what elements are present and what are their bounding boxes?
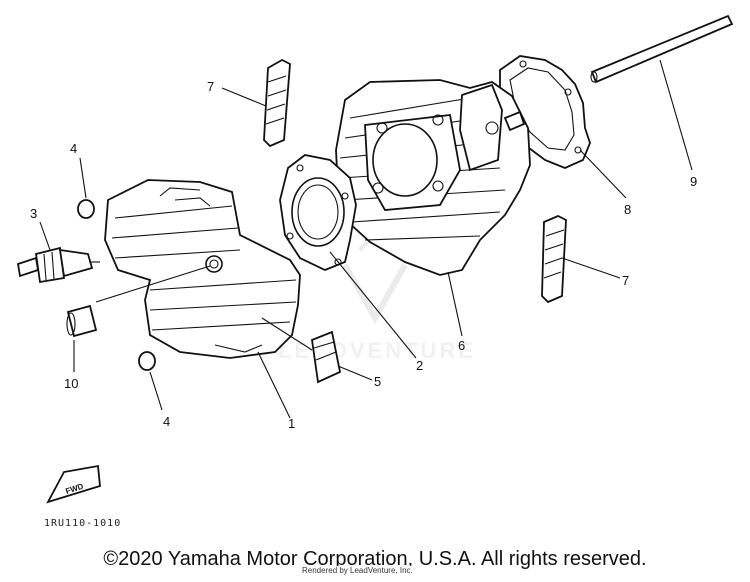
callout-6: 6: [458, 338, 465, 353]
part-3-spark-plug: [16, 246, 100, 284]
part-5-block: [311, 330, 342, 384]
part-4-cap-lower: [138, 351, 156, 371]
part-7-strip-lower: [541, 215, 567, 304]
callout-7-upper: 7: [207, 79, 214, 94]
rendered-by-note: Rendered by LeadVenture, Inc.: [300, 566, 415, 575]
callout-2: 2: [416, 358, 423, 373]
callout-4-upper: 4: [70, 141, 77, 156]
part-7-strip-upper: [263, 58, 291, 148]
callout-10: 10: [64, 376, 78, 391]
callout-7-lower: 7: [622, 273, 629, 288]
part-1-cylinder-head: [104, 179, 301, 359]
callout-1: 1: [288, 416, 295, 431]
leader-lines: [39, 59, 693, 419]
part-6-cylinder: [335, 79, 531, 276]
callout-3: 3: [30, 206, 37, 221]
part-code: 1RU110-1010: [44, 518, 121, 529]
forward-arrow: FWD: [46, 464, 101, 504]
watermark-text: LEADVENTURE: [278, 338, 476, 363]
part-10-bushing: [66, 304, 98, 338]
copyright-notice: ©2020 Yamaha Motor Corporation, U.S.A. A…: [103, 548, 647, 570]
part-2-head-gasket: [279, 154, 357, 271]
callout-9: 9: [690, 174, 697, 189]
part-9-rod: [590, 14, 734, 84]
part-4-cap-upper: [77, 199, 95, 219]
callout-4-lower: 4: [163, 414, 170, 429]
watermark-logo: LEADVENTURE: [278, 227, 476, 363]
callout-8: 8: [624, 202, 631, 217]
callout-5: 5: [374, 374, 381, 389]
